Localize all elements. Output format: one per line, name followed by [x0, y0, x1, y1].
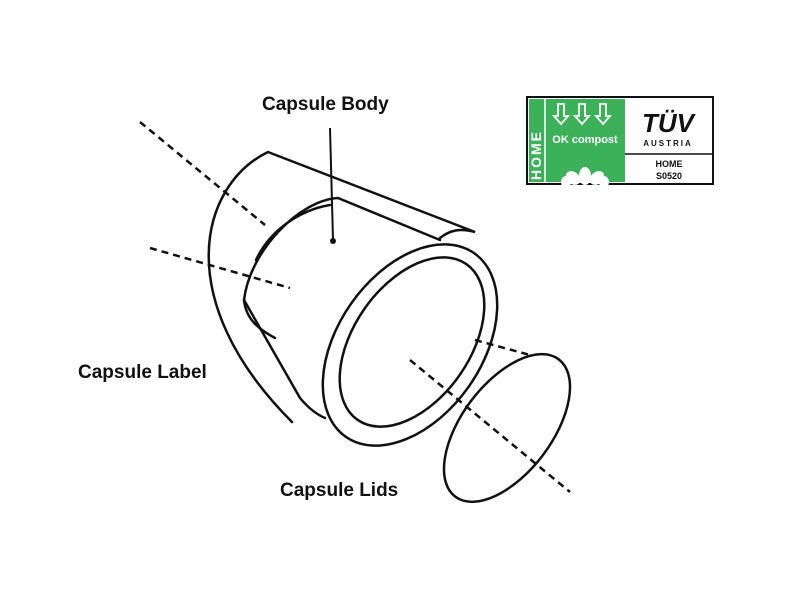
axis-dash-1 — [139, 121, 266, 226]
axis-dash-4 — [474, 338, 531, 357]
capsule-body-bottom — [242, 298, 327, 420]
capsule-rim-inner — [338, 256, 486, 428]
svg-text:HOME: HOME — [528, 130, 544, 180]
tuv-ok-compost-home-logo: HOME OK compost TÜV AUSTRIA HOME S0520 — [526, 96, 714, 188]
svg-text:TÜV: TÜV — [642, 108, 697, 138]
axis-dash-2 — [149, 246, 291, 290]
capsule-label-sheet — [207, 150, 476, 424]
capsule-body-label: Capsule Body — [262, 94, 389, 115]
axis-dash-3 — [409, 359, 571, 493]
capsule-lid — [442, 352, 572, 504]
capsule-lids-label: Capsule Lids — [280, 480, 399, 501]
body-pointer-line — [329, 127, 334, 241]
svg-text:S0520: S0520 — [656, 171, 682, 181]
svg-text:HOME: HOME — [656, 159, 683, 169]
body-pointer-dot — [330, 238, 336, 244]
svg-text:AUSTRIA: AUSTRIA — [643, 139, 693, 148]
capsule-label-label: Capsule Label — [78, 362, 207, 383]
capsule-rim-outer — [321, 243, 499, 447]
svg-text:OK compost: OK compost — [552, 134, 618, 146]
